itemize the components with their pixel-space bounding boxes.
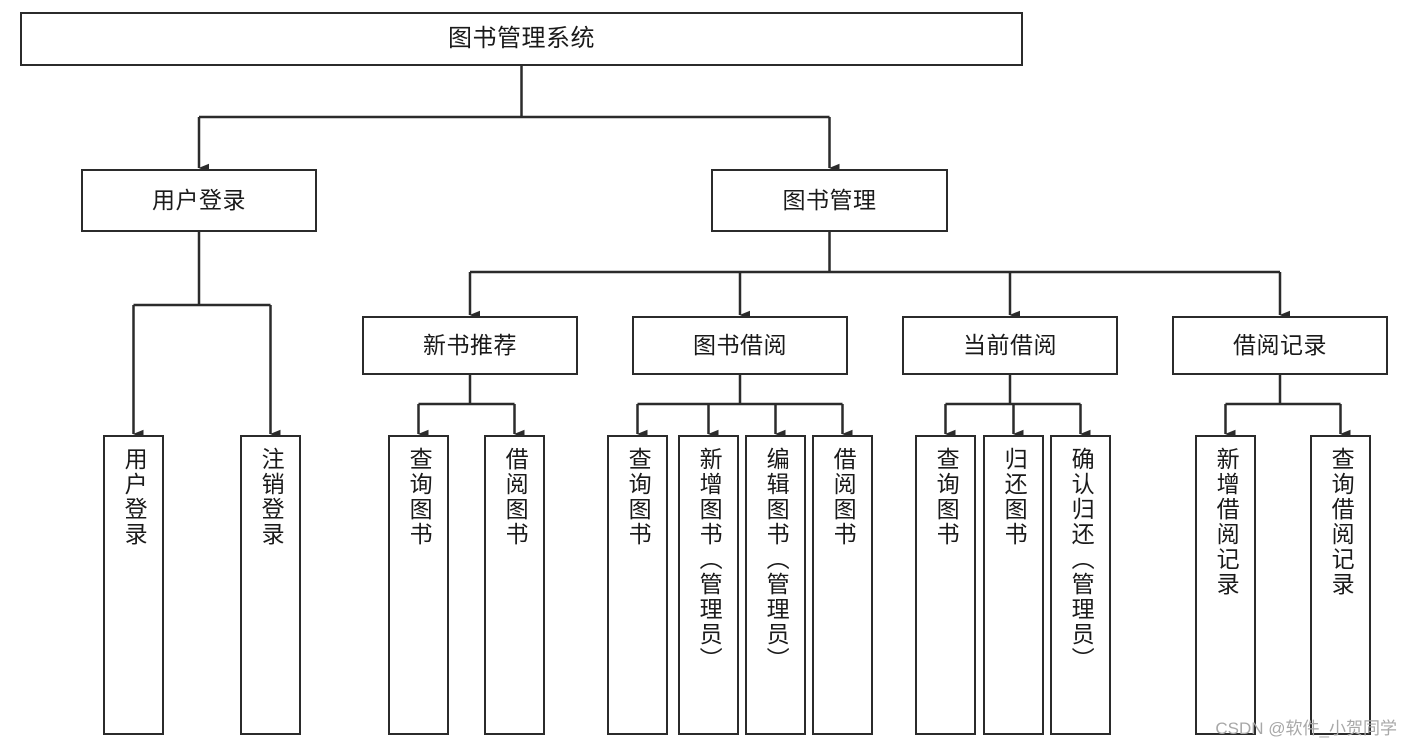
csdn-watermark: CSDN @软件_小贺同学 [1215,719,1397,738]
node-new-book-rec[interactable]: 新书推荐 [362,316,578,375]
node-label: 归还图书 [1001,447,1028,547]
node-book-manage[interactable]: 图书管理 [711,169,948,232]
node-label: 查询图书 [933,447,960,547]
node-leaf-br-query[interactable]: 查询借阅记录 [1310,435,1371,735]
node-label: 新增图书（管理员） [696,447,723,672]
node-label: 当前借阅 [963,332,1057,359]
node-label: 用户登录 [152,187,246,214]
node-label: 图书借阅 [693,332,787,359]
node-label: 查询图书 [406,447,433,547]
node-label: 编辑图书（管理员） [763,447,790,672]
node-label: 新书推荐 [423,332,517,359]
node-leaf-cb-query[interactable]: 查询图书 [915,435,976,735]
node-leaf-bb-borrow[interactable]: 借阅图书 [812,435,873,735]
node-leaf-cb-return[interactable]: 归还图书 [983,435,1044,735]
node-user-login[interactable]: 用户登录 [81,169,317,232]
node-label: 图书管理系统 [448,25,595,53]
node-label: 借阅图书 [830,447,857,547]
node-leaf-cb-confirm[interactable]: 确认归还（管理员） [1050,435,1111,735]
node-leaf-user-logout[interactable]: 注销登录 [240,435,301,735]
node-leaf-user-login[interactable]: 用户登录 [103,435,164,735]
node-leaf-bb-query[interactable]: 查询图书 [607,435,668,735]
node-label: 新增借阅记录 [1213,447,1240,597]
node-label: 确认归还（管理员） [1068,447,1095,672]
node-label: 借阅记录 [1233,332,1327,359]
node-label: 借阅图书 [502,447,529,547]
node-leaf-bb-edit[interactable]: 编辑图书（管理员） [745,435,806,735]
node-leaf-bb-add[interactable]: 新增图书（管理员） [678,435,739,735]
node-label: 用户登录 [121,447,148,547]
node-current-borrow[interactable]: 当前借阅 [902,316,1118,375]
node-label: 查询图书 [625,447,652,547]
node-borrow-record[interactable]: 借阅记录 [1172,316,1388,375]
node-leaf-rec-borrow[interactable]: 借阅图书 [484,435,545,735]
node-leaf-br-add[interactable]: 新增借阅记录 [1195,435,1256,735]
node-book-borrow[interactable]: 图书借阅 [632,316,848,375]
node-label: 查询借阅记录 [1328,447,1355,597]
node-root[interactable]: 图书管理系统 [20,12,1023,66]
node-label: 注销登录 [258,447,285,547]
node-leaf-rec-query[interactable]: 查询图书 [388,435,449,735]
node-label: 图书管理 [782,187,877,214]
